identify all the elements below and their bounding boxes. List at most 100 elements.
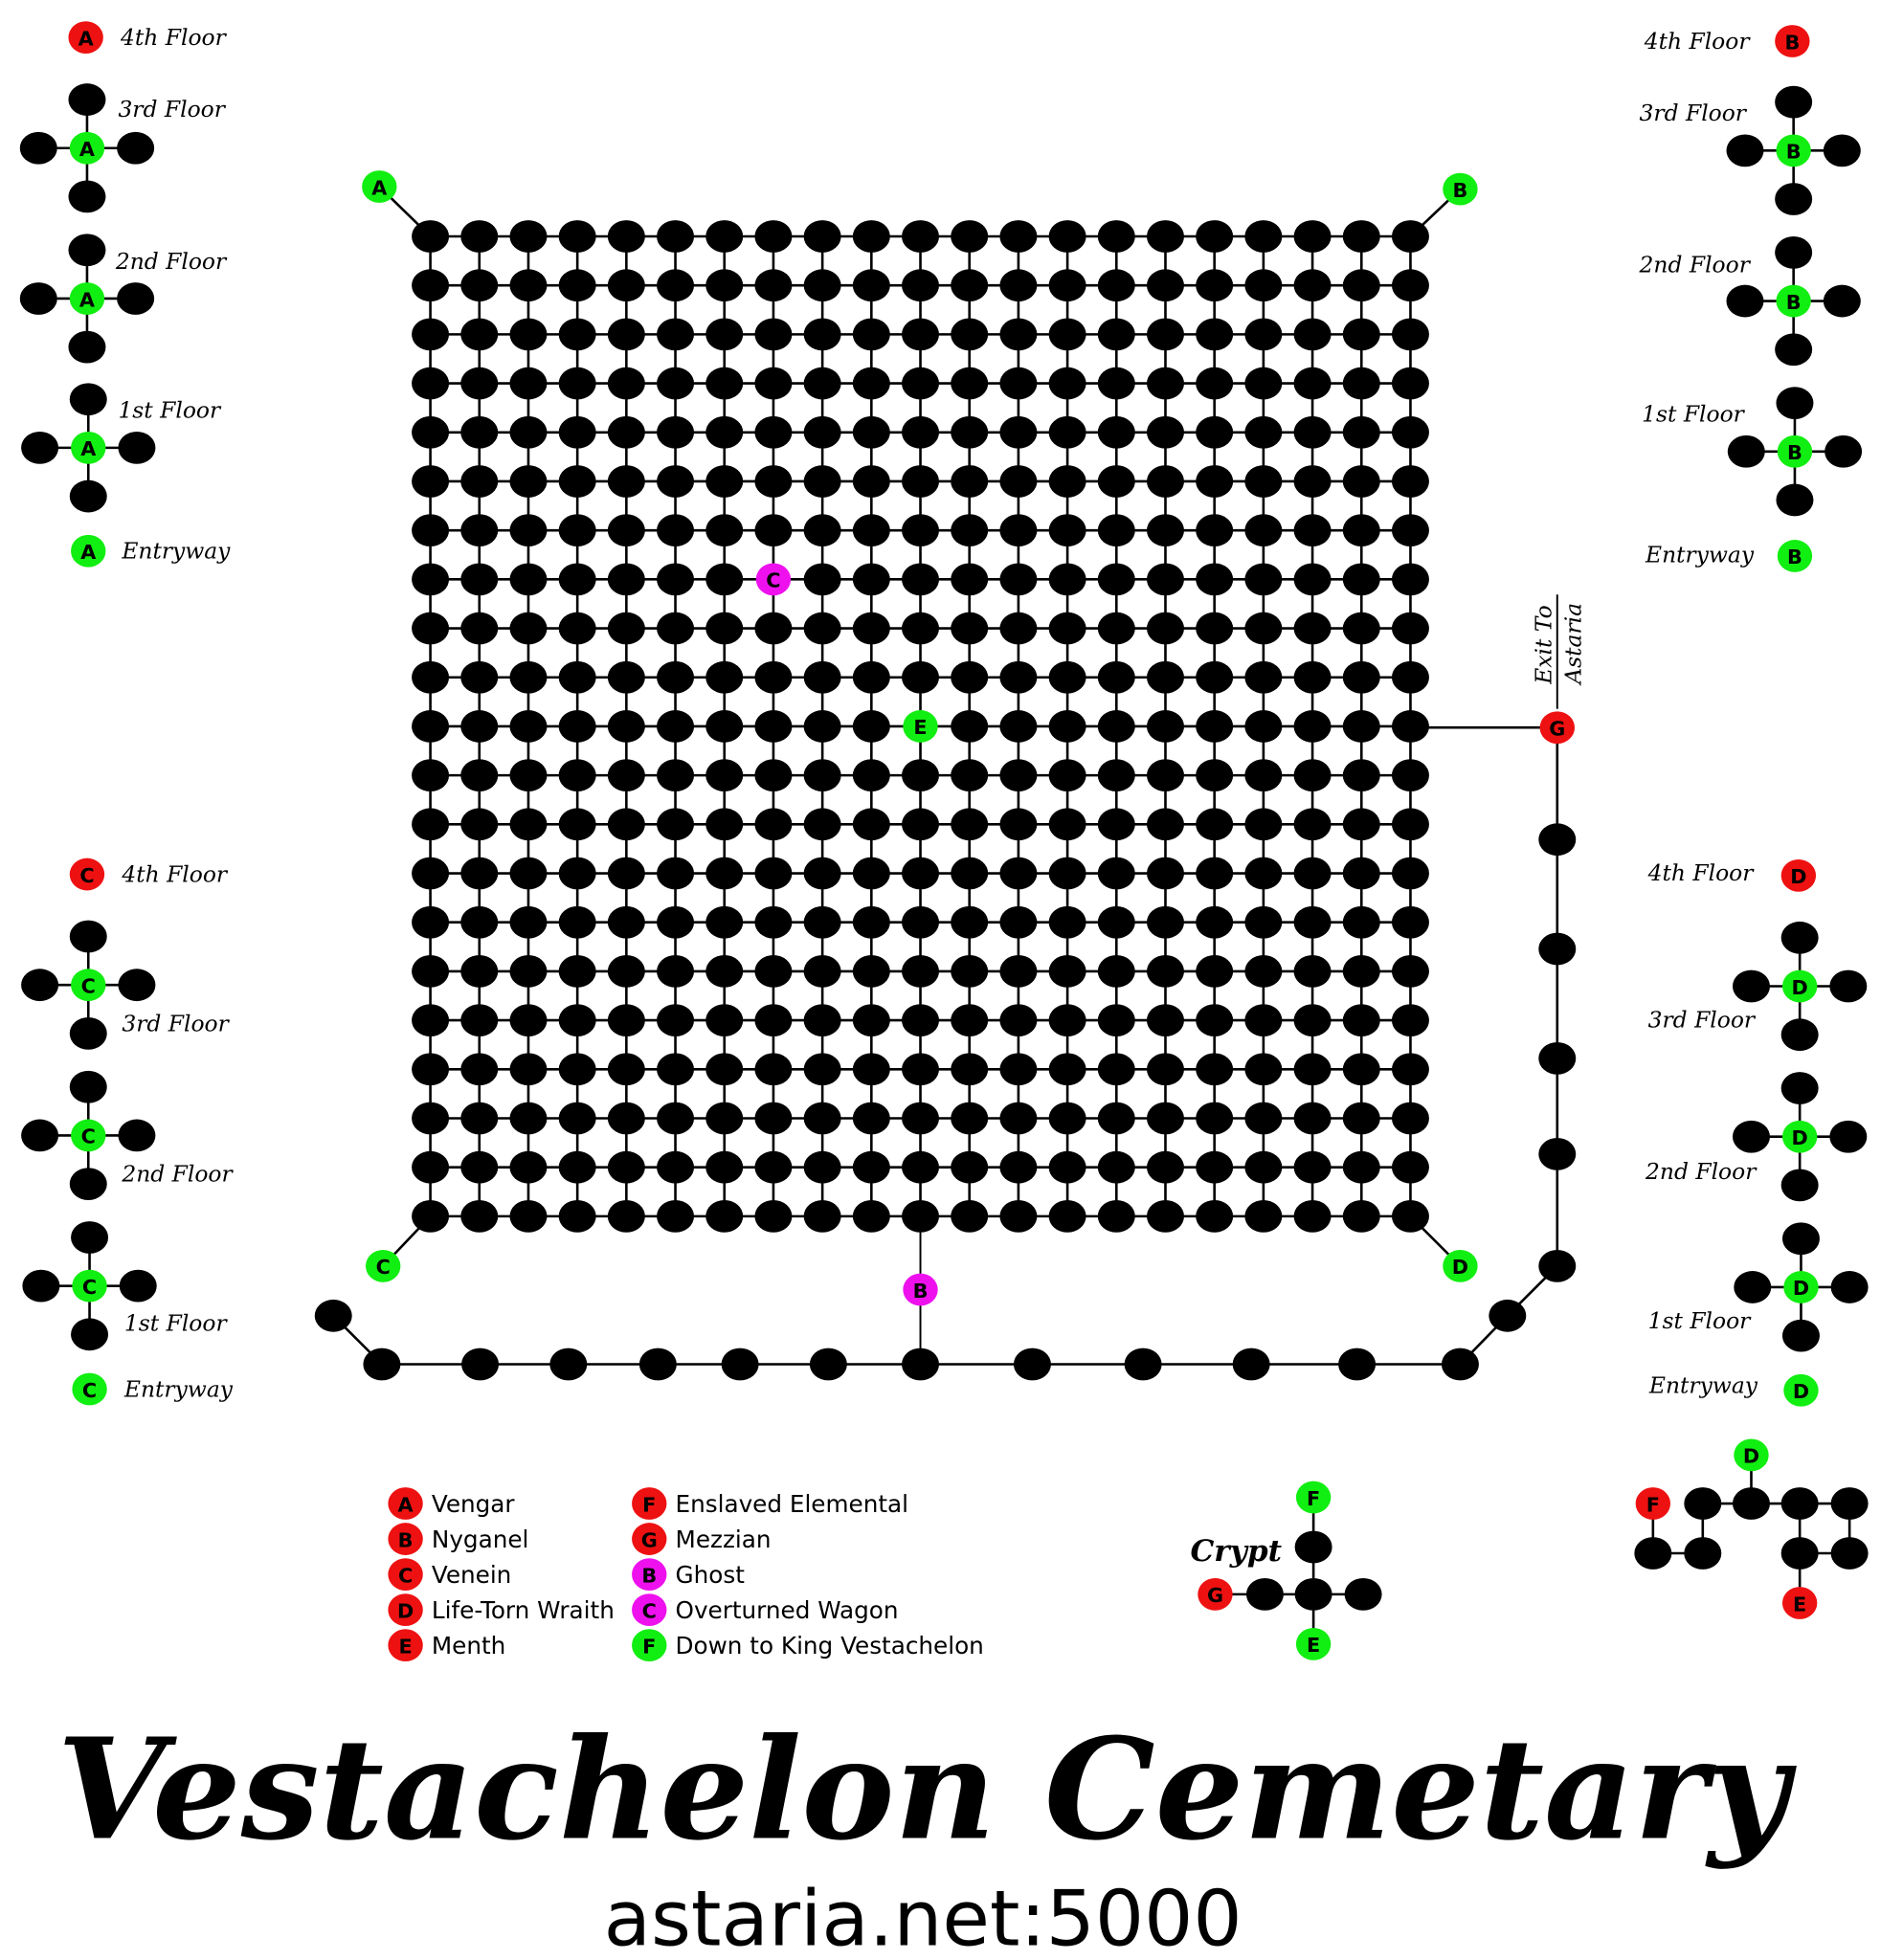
room-node[interactable]: [509, 857, 548, 890]
room-node[interactable]: [1342, 808, 1380, 841]
room-node[interactable]: [705, 1102, 744, 1135]
room-node[interactable]: [1097, 318, 1135, 351]
room-node[interactable]: [1538, 1138, 1577, 1170]
room-node[interactable]: [657, 1150, 695, 1184]
room-node[interactable]: [1048, 1102, 1086, 1135]
room-node[interactable]: [412, 415, 450, 449]
room-node[interactable]: [412, 857, 450, 890]
room-node[interactable]: [412, 465, 450, 498]
stairs-b-2nd[interactable]: B: [1776, 284, 1811, 318]
room-node[interactable]: [754, 1150, 793, 1184]
room-node[interactable]: [705, 1004, 744, 1036]
room-node[interactable]: [999, 367, 1038, 400]
room-node[interactable]: [314, 1299, 352, 1332]
room-node[interactable]: [999, 808, 1038, 841]
room-node[interactable]: [1048, 563, 1086, 596]
room-node[interactable]: [460, 269, 499, 302]
room-node[interactable]: [1780, 1537, 1819, 1570]
room-node[interactable]: [754, 905, 793, 939]
room-node[interactable]: [1342, 1004, 1380, 1036]
room-node[interactable]: [1776, 387, 1814, 419]
room-node[interactable]: [1391, 1150, 1429, 1184]
room-node[interactable]: [1244, 465, 1283, 498]
room-node[interactable]: [1244, 1150, 1283, 1184]
room-node[interactable]: [412, 660, 450, 694]
room-node[interactable]: [803, 1102, 841, 1135]
room-node[interactable]: [999, 1102, 1038, 1135]
room-node[interactable]: [1146, 660, 1184, 694]
room-node[interactable]: [951, 955, 989, 988]
room-node[interactable]: [1391, 318, 1429, 351]
marker-entrance-c[interactable]: C: [366, 1249, 401, 1282]
room-node[interactable]: [1244, 905, 1283, 939]
room-node[interactable]: [638, 1348, 677, 1381]
room-node[interactable]: [118, 431, 156, 464]
room-node[interactable]: [460, 857, 499, 890]
room-node[interactable]: [657, 1053, 695, 1086]
room-node[interactable]: [1342, 318, 1380, 351]
room-node[interactable]: [1097, 710, 1135, 743]
room-node[interactable]: [1391, 905, 1429, 939]
room-node[interactable]: [1097, 808, 1135, 841]
room-node[interactable]: [754, 808, 793, 841]
room-node[interactable]: [460, 759, 499, 792]
room-node[interactable]: [999, 955, 1038, 988]
room-node[interactable]: [607, 808, 645, 841]
room-node[interactable]: [705, 905, 744, 939]
room-node[interactable]: [509, 808, 548, 841]
room-node[interactable]: [999, 415, 1038, 449]
room-node[interactable]: [705, 415, 744, 449]
room-node[interactable]: [1293, 415, 1332, 449]
room-node[interactable]: [69, 1070, 107, 1103]
room-node[interactable]: [1097, 1102, 1135, 1135]
room-node[interactable]: [460, 514, 499, 547]
room-node[interactable]: [1823, 284, 1861, 318]
room-node[interactable]: [1391, 269, 1429, 302]
room-node[interactable]: [1391, 612, 1429, 645]
room-node[interactable]: [460, 220, 499, 253]
room-node[interactable]: [999, 269, 1038, 302]
room-node[interactable]: [460, 710, 499, 743]
room-node[interactable]: [1391, 857, 1429, 890]
room-node[interactable]: [705, 1199, 744, 1233]
room-node[interactable]: [1244, 1004, 1283, 1036]
room-node[interactable]: [1196, 1004, 1234, 1036]
room-node[interactable]: [951, 905, 989, 939]
room-node[interactable]: [1146, 563, 1184, 596]
room-node[interactable]: [558, 612, 596, 645]
room-node[interactable]: [1097, 1199, 1135, 1233]
room-node[interactable]: [852, 759, 890, 792]
room-node[interactable]: [1244, 759, 1283, 792]
room-node[interactable]: [1830, 1271, 1869, 1303]
room-node[interactable]: [68, 83, 106, 116]
room-node[interactable]: [460, 1053, 499, 1086]
room-node[interactable]: [1775, 85, 1813, 119]
room-node[interactable]: [1048, 1053, 1086, 1086]
room-node[interactable]: [1780, 1018, 1819, 1052]
room-node[interactable]: [558, 514, 596, 547]
marker-c-entry[interactable]: C: [72, 1372, 107, 1406]
room-node[interactable]: [1146, 220, 1184, 253]
room-node[interactable]: [1146, 1102, 1184, 1135]
room-node[interactable]: [509, 1053, 548, 1086]
room-node[interactable]: [460, 563, 499, 596]
room-node[interactable]: [657, 955, 695, 988]
room-node[interactable]: [902, 465, 940, 498]
room-node[interactable]: [1146, 905, 1184, 939]
room-node[interactable]: [902, 220, 940, 253]
room-node[interactable]: [509, 269, 548, 302]
marker-d-4th-floor[interactable]: D: [1780, 858, 1817, 892]
room-node[interactable]: [1732, 969, 1770, 1003]
room-node[interactable]: [1391, 808, 1429, 841]
room-node[interactable]: [1245, 1577, 1284, 1611]
room-node[interactable]: [1196, 1150, 1234, 1184]
room-node[interactable]: [754, 465, 793, 498]
room-node[interactable]: [460, 318, 499, 351]
room-node[interactable]: [1097, 759, 1135, 792]
room-node[interactable]: [509, 563, 548, 596]
room-node[interactable]: [1146, 955, 1184, 988]
room-node[interactable]: [461, 1348, 500, 1381]
room-node[interactable]: [657, 710, 695, 743]
room-node[interactable]: [1097, 612, 1135, 645]
room-node[interactable]: [1294, 1577, 1332, 1611]
